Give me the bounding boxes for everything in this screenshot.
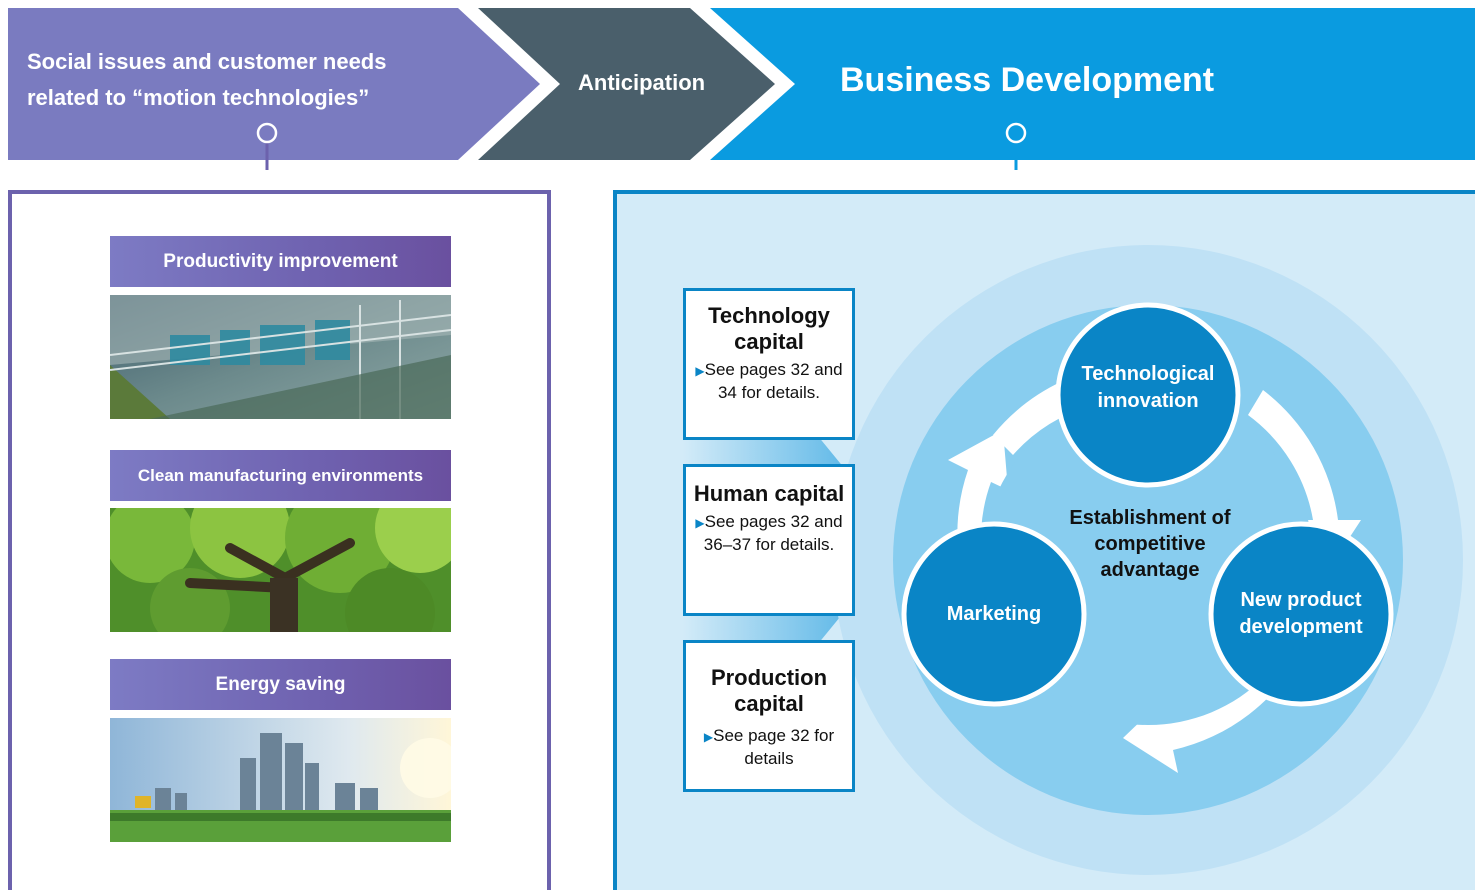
new-product-development-label: New product development xyxy=(1239,589,1363,638)
play-arrow-icon: ▶ xyxy=(695,364,705,378)
new-product-development-node xyxy=(1208,521,1394,707)
anticipation-banner xyxy=(478,8,775,160)
category-label-productivity: Productivity improvement xyxy=(110,236,451,287)
technological-innovation-node xyxy=(1055,302,1241,488)
technology-capital-box[interactable]: Technology capital ▶See pages 32 and 34 … xyxy=(683,288,855,440)
tree-canopy-photo xyxy=(110,508,451,632)
business-connector-pin xyxy=(1005,122,1027,144)
header-banners xyxy=(8,8,1475,170)
technological-innovation-label: Technological innovation xyxy=(1081,363,1215,412)
category-label-energy-saving: Energy saving xyxy=(110,659,451,710)
play-arrow-icon: ▶ xyxy=(695,516,705,530)
competitive-advantage-label: Establishment of competitive advantage xyxy=(1069,507,1231,581)
capital-title: Production capital xyxy=(710,665,828,716)
marketing-label: Marketing xyxy=(946,603,1042,625)
social-issues-banner xyxy=(8,8,540,160)
factory-interior-photo xyxy=(110,295,451,419)
social-connector-pin xyxy=(256,122,278,144)
capital-title: Technology capital xyxy=(708,303,830,354)
social-issues-title: Social issues and customer needs related… xyxy=(27,49,387,110)
business-development-title: Business Development xyxy=(840,61,1215,99)
capital-page-link[interactable]: ▶See pages 32 and 36–37 for details. xyxy=(695,512,843,554)
cycle-diagram xyxy=(683,245,1463,875)
production-capital-box[interactable]: Production capital ▶See page 32 for deta… xyxy=(683,640,855,792)
human-capital-box[interactable]: Human capital ▶See pages 32 and 36–37 fo… xyxy=(683,464,855,616)
capital-title: Human capital xyxy=(693,481,845,506)
category-label-clean-manufacturing: Clean manufacturing environments xyxy=(110,450,451,501)
play-arrow-icon: ▶ xyxy=(703,730,714,744)
city-skyline-photo xyxy=(110,718,451,842)
capital-page-link[interactable]: ▶See page 32 for details xyxy=(703,726,835,768)
anticipation-label: Anticipation xyxy=(578,70,706,95)
marketing-node xyxy=(901,521,1087,707)
capital-page-link[interactable]: ▶See pages 32 and 34 for details. xyxy=(695,360,843,402)
business-development-banner xyxy=(710,8,1475,160)
